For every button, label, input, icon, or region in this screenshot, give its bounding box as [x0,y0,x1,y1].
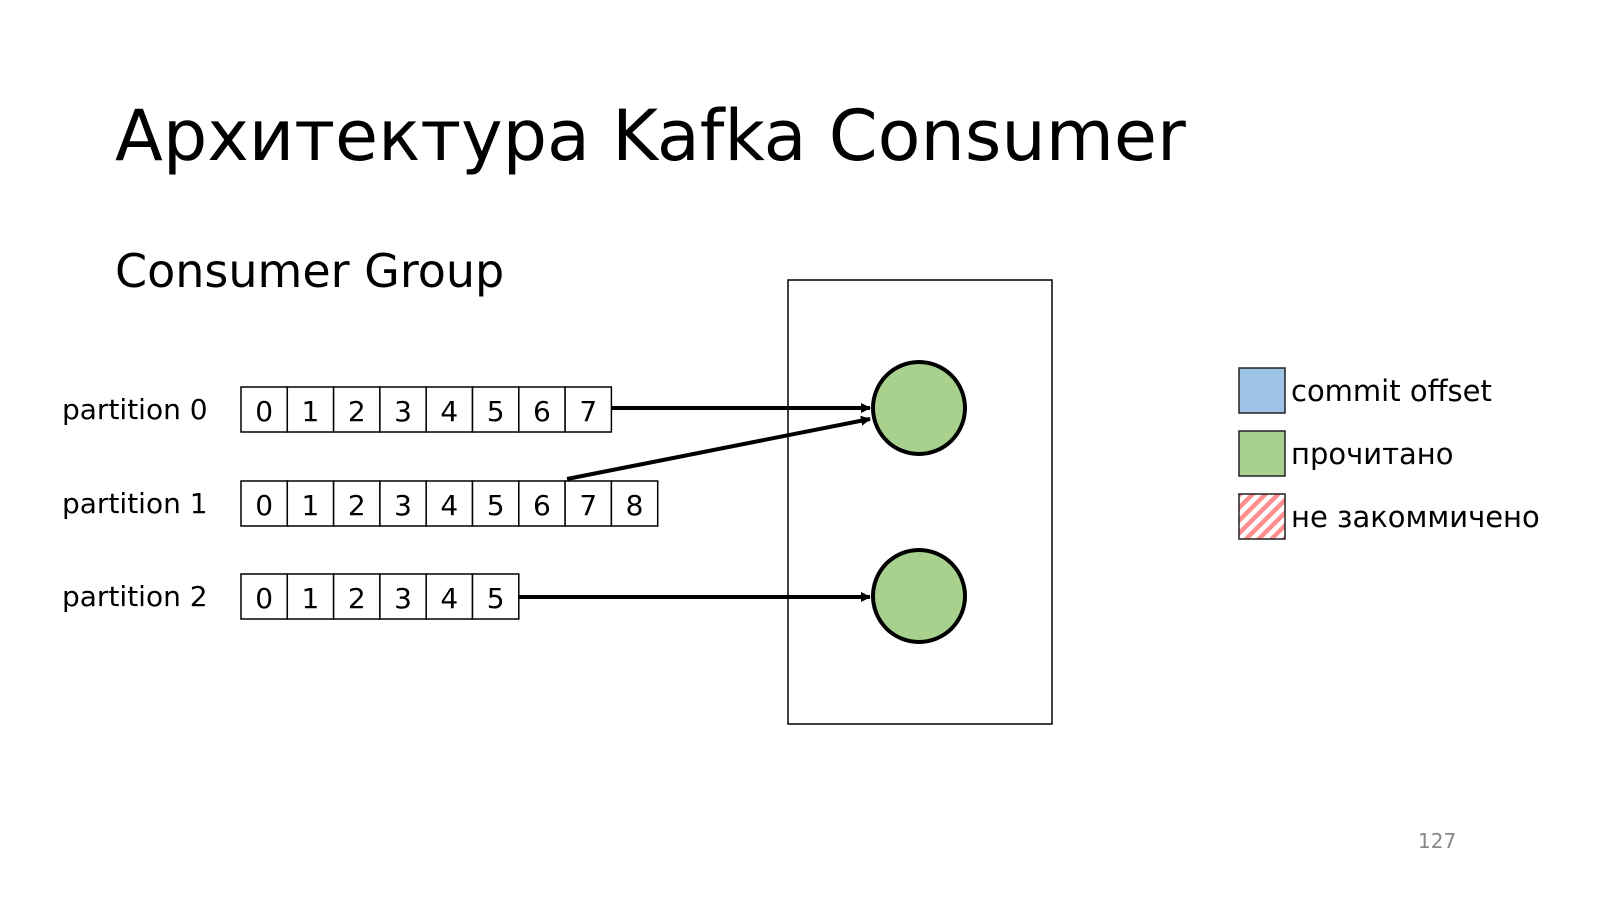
offset-cell [610,480,659,527]
partition-label: partition 2 [62,580,208,613]
offset-cell [286,573,335,620]
offset-cell [379,480,427,527]
legend-swatch-commit-offset [1238,367,1286,414]
legend-label-commit-offset: commit offset [1291,374,1492,408]
offset-cell [425,480,474,527]
offset-cell [332,573,381,620]
offset-cell [240,480,289,527]
offset-number: 3 [394,395,412,428]
offset-number: 3 [394,489,412,522]
legend-label-uncommitted: не закоммичено [1291,500,1540,534]
offset-number: 6 [533,395,551,428]
page-number: 127 [1418,829,1456,853]
legend-swatch-uncommitted [1238,493,1286,540]
offset-cell [286,386,335,433]
offset-number: 4 [440,489,458,522]
offset-number: 1 [302,582,320,615]
offset-cell [379,573,427,620]
offset-number: 0 [255,395,273,428]
legend-label-read: прочитано [1291,437,1453,471]
offset-cell [471,386,520,433]
offset-number: 2 [348,489,366,522]
offset-number: 5 [487,395,505,428]
offset-cell [518,386,566,433]
offset-number: 4 [440,395,458,428]
offset-cell [240,386,289,433]
offset-cell [471,573,520,620]
offset-cell [564,386,613,433]
partition-label: partition 1 [62,487,208,520]
offset-cell [425,573,474,620]
offset-number: 7 [579,395,597,428]
offset-cell [471,480,520,527]
offset-cell [332,386,381,433]
offset-number: 7 [579,489,597,522]
offset-cell [286,480,335,527]
offset-number: 8 [626,489,644,522]
consumer-1 [871,360,967,456]
offset-number: 5 [487,489,505,522]
consumer-group-box [787,279,1053,725]
offset-number: 2 [348,395,366,428]
offset-number: 3 [394,582,412,615]
offset-number: 2 [348,582,366,615]
slide-subtitle: Consumer Group [115,244,504,298]
offset-number: 1 [302,395,320,428]
offset-number: 4 [440,582,458,615]
legend: commit offset прочитано не закоммичено [1238,367,1540,540]
offset-number: 6 [533,489,551,522]
consumer-2 [871,548,967,644]
offset-number: 5 [487,582,505,615]
offset-number: 0 [255,582,273,615]
offset-number: 0 [255,489,273,522]
offset-number: 1 [302,489,320,522]
arrow-partition-1 [566,415,871,481]
slide-title: Архитектура Kafka Consumer [115,95,1186,177]
partition-label: partition 0 [62,393,208,426]
offset-cell [564,480,613,527]
offset-cell [425,386,474,433]
legend-swatch-read [1238,430,1286,477]
